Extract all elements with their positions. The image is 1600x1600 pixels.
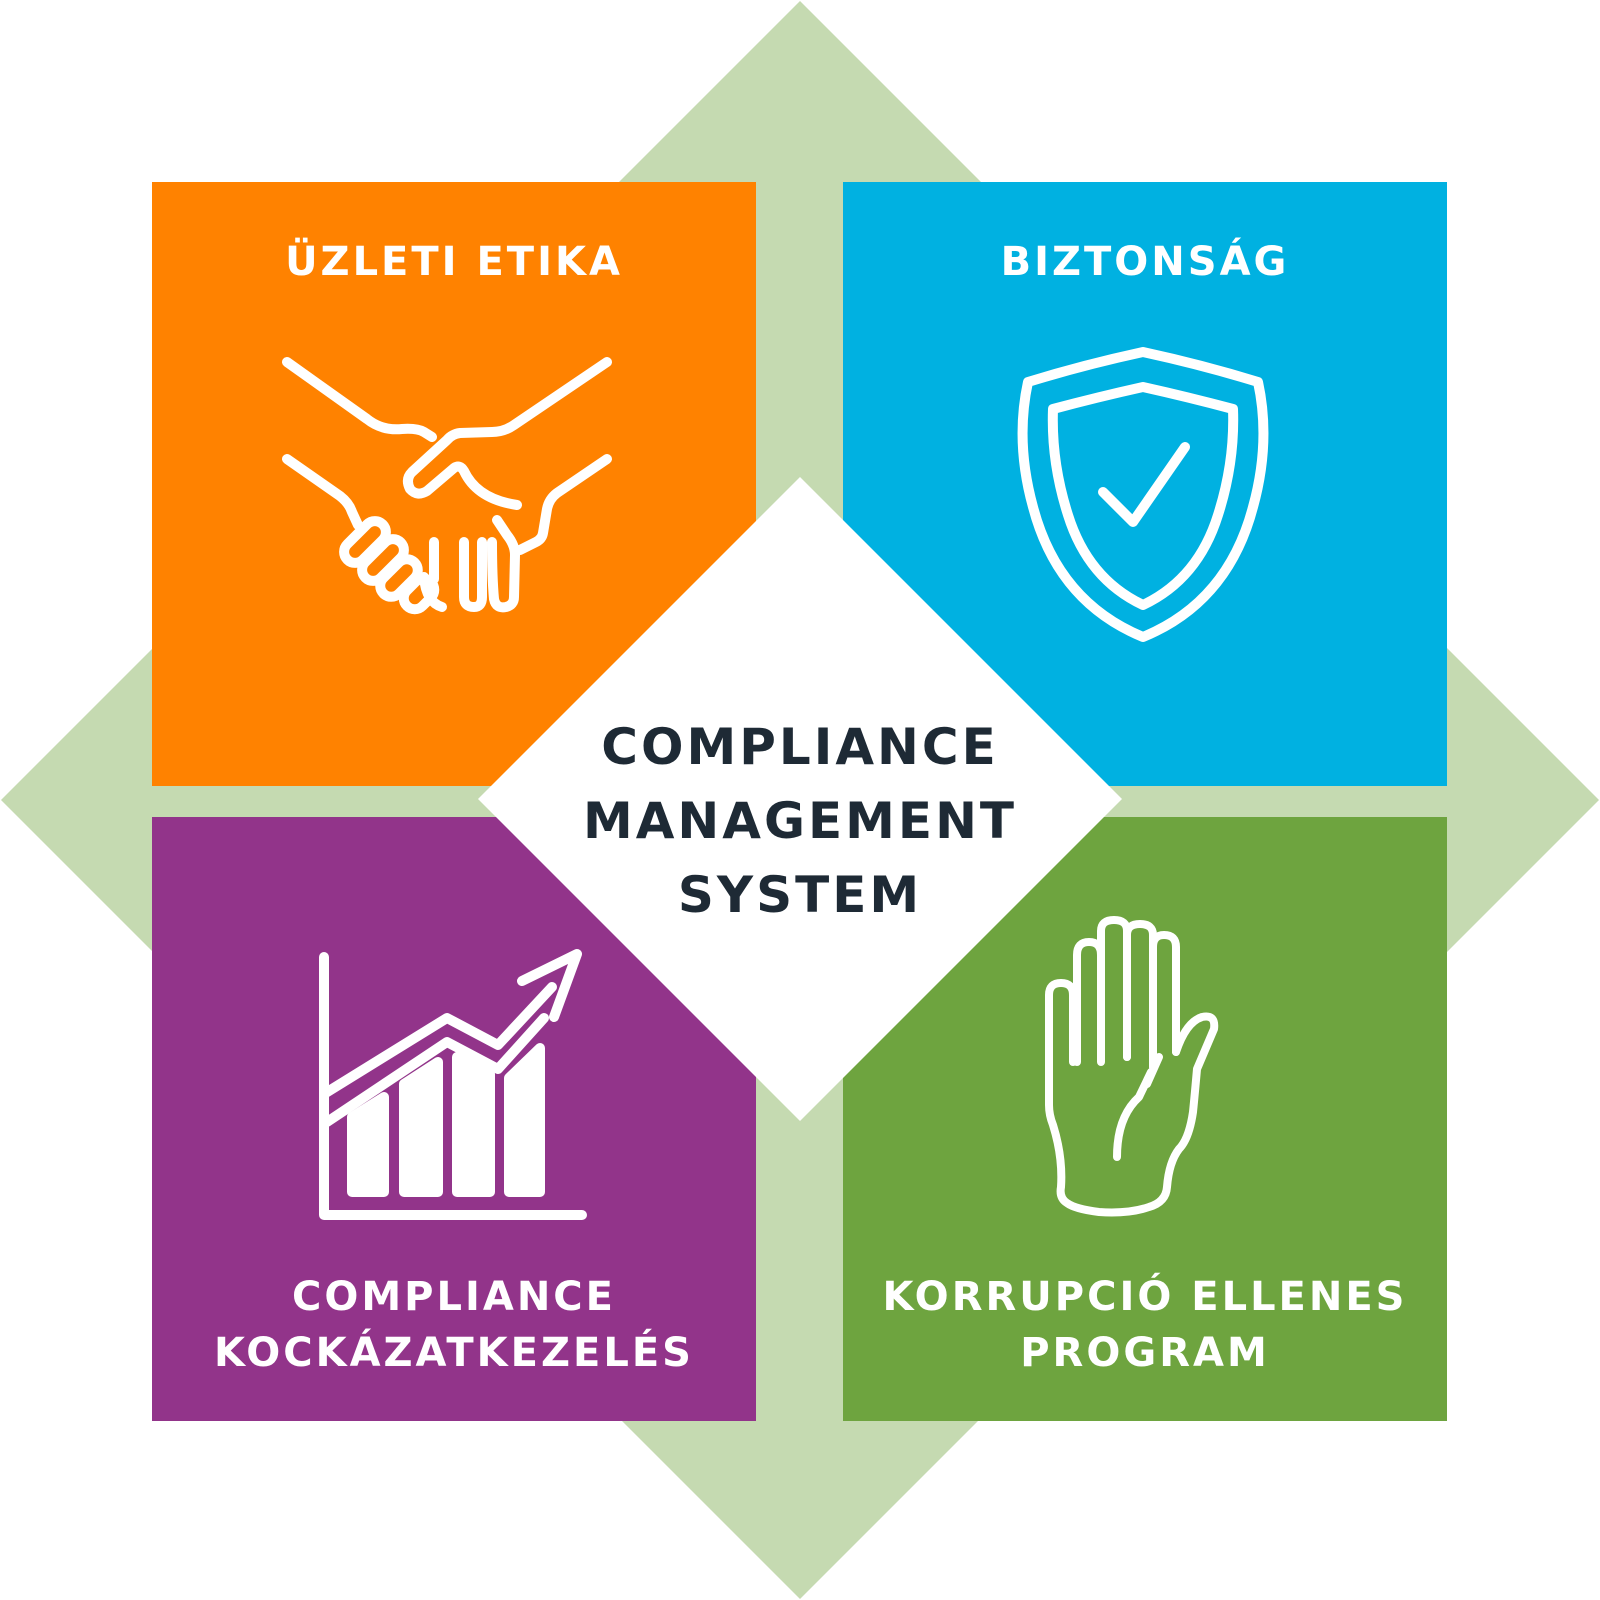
growth-chart-icon xyxy=(312,949,592,1227)
center-title: COMPLIANCE MANAGEMENT SYSTEM xyxy=(478,710,1122,932)
panel-anti-corruption-program: KORRUPCIÓ ELLENES PROGRAM xyxy=(843,817,1447,1421)
panel-title-line: COMPLIANCE xyxy=(292,1274,616,1320)
panel-title-line: KORRUPCIÓ ELLENES xyxy=(882,1274,1408,1320)
panel-title-line: PROGRAM xyxy=(1020,1330,1270,1376)
panel-title-line: BIZTONSÁG xyxy=(1000,239,1290,285)
center-title-line: SYSTEM xyxy=(677,866,923,924)
panel-title: COMPLIANCE KOCKÁZATKEZELÉS xyxy=(152,1269,756,1381)
panel-title-line: KOCKÁZATKEZELÉS xyxy=(214,1330,694,1376)
center-title-line: COMPLIANCE xyxy=(601,718,999,776)
panel-title: KORRUPCIÓ ELLENES PROGRAM xyxy=(843,1269,1447,1381)
raised-hand-icon xyxy=(1039,916,1239,1235)
center-title-line: MANAGEMENT xyxy=(582,792,1018,850)
panel-title: ÜZLETI ETIKA xyxy=(152,234,756,290)
panel-title-line: ÜZLETI ETIKA xyxy=(285,239,623,285)
shield-check-icon xyxy=(1003,347,1283,647)
panel-title: BIZTONSÁG xyxy=(843,234,1447,290)
handshake-icon xyxy=(282,357,622,617)
